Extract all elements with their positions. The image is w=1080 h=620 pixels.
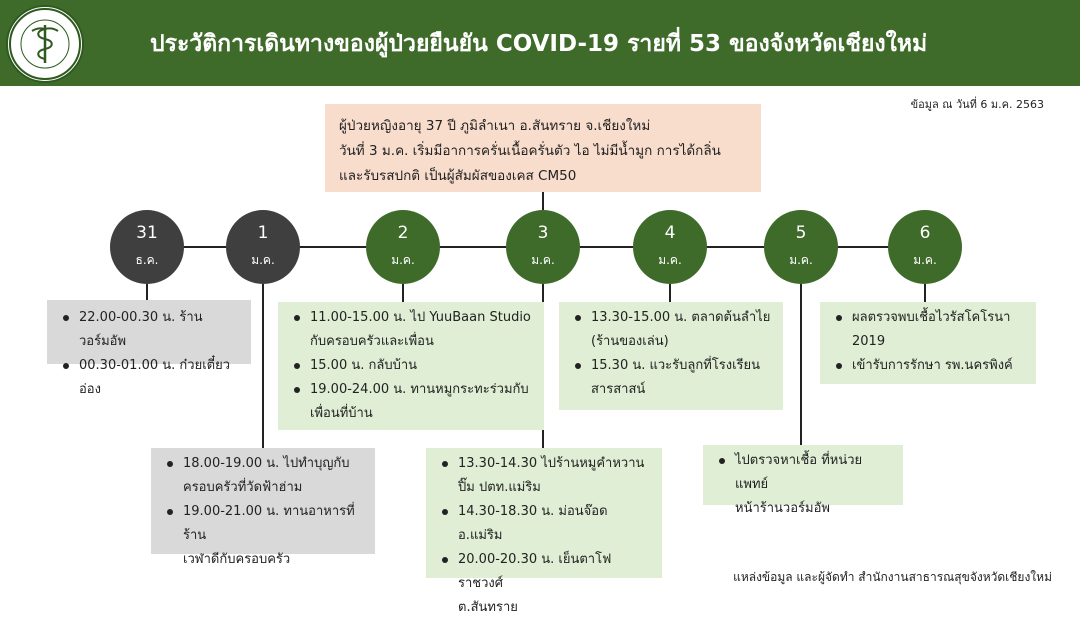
activity-box-4-jan: 13.30-15.00 น. ตลาดต้นลำไย(ร้านของเล่น)1…: [559, 302, 783, 410]
patient-summary-box: ผู้ป่วยหญิงอายุ 37 ปี ภูมิลำเนา อ.สันทรา…: [325, 104, 761, 192]
node-day: 1: [257, 223, 269, 243]
activity-item: 00.30-01.00 น. ก๋วยเตี๋ยวอ่อง: [55, 354, 243, 402]
activity-list: 13.30-15.00 น. ตลาดต้นลำไย(ร้านของเล่น)1…: [567, 306, 775, 402]
activity-item: 15.00 น. กลับบ้าน: [286, 354, 536, 378]
summary-line: ผู้ป่วยหญิงอายุ 37 ปี ภูมิลำเนา อ.สันทรา…: [339, 118, 651, 134]
header-bar: ประวัติการเดินทางของผู้ป่วยยืนยัน COVID-…: [0, 0, 1080, 86]
activity-item: 20.00-20.30 น. เย็นตาโฟราชวงศ์ต.สันทราย: [434, 548, 654, 620]
activity-item: ไปตรวจหาเชื้อ ที่หน่วยแพทย์หน้าร้านวอร์ม…: [711, 449, 895, 521]
node-month: ธ.ค.: [135, 253, 159, 267]
activity-item: 22.00-00.30 น. ร้านวอร์มอัพ: [55, 306, 243, 354]
timeline-node-4-jan: 4 ม.ค.: [633, 210, 707, 284]
source-footer: แหล่งข้อมูล และผู้จัดทำ สำนักงานสาธารณสุ…: [733, 570, 1052, 584]
activity-list: 13.30-14.30 ไปร้านหมูคำหวานปิ๊ม ปตท.แม่ร…: [434, 452, 654, 620]
timeline-node-6-jan: 6 ม.ค.: [888, 210, 962, 284]
activity-item: 13.30-14.30 ไปร้านหมูคำหวานปิ๊ม ปตท.แม่ร…: [434, 452, 654, 500]
activity-item: 19.00-21.00 น. ทานอาหารที่ร้านเวฬาดีกับค…: [159, 500, 367, 572]
node-month: ม.ค.: [531, 253, 555, 267]
summary-line: วันที่ 3 ม.ค. เริ่มมีอาการครั่นเนื้อครั่…: [339, 143, 721, 159]
activity-item: 15.30 น. แวะรับลูกที่โรงเรียนสารสาสน์: [567, 354, 775, 402]
timeline-node-5-jan: 5 ม.ค.: [764, 210, 838, 284]
node-day: 4: [664, 223, 676, 243]
timeline-node-2-jan: 2 ม.ค.: [366, 210, 440, 284]
activity-box-3-jan: 13.30-14.30 ไปร้านหมูคำหวานปิ๊ม ปตท.แม่ร…: [426, 448, 662, 615]
summary-line: และรับรสปกติ เป็นผู้สัมผัสของเคส CM50: [339, 168, 577, 184]
activity-box-5-jan: ไปตรวจหาเชื้อ ที่หน่วยแพทย์หน้าร้านวอร์ม…: [703, 445, 903, 516]
activity-box-1-jan: 18.00-19.00 น. ไปทำบุญกับครอบครัวที่วัดฟ…: [151, 448, 375, 567]
node-day: 6: [919, 223, 931, 243]
node-month: ม.ค.: [789, 253, 813, 267]
data-date-note: ข้อมูล ณ วันที่ 6 ม.ค. 2563: [910, 98, 1044, 111]
activity-item: 13.30-15.00 น. ตลาดต้นลำไย(ร้านของเล่น): [567, 306, 775, 354]
node-day: 2: [397, 223, 409, 243]
timeline-node-31-dec: 31 ธ.ค.: [110, 210, 184, 284]
timeline-node-1-jan: 1 ม.ค.: [226, 210, 300, 284]
activity-item: เข้ารับการรักษา รพ.นครพิงค์: [828, 354, 1028, 378]
node-month: ม.ค.: [658, 253, 682, 267]
activity-item: 18.00-19.00 น. ไปทำบุญกับครอบครัวที่วัดฟ…: [159, 452, 367, 500]
node-day: 5: [795, 223, 807, 243]
activity-list: 18.00-19.00 น. ไปทำบุญกับครอบครัวที่วัดฟ…: [159, 452, 367, 572]
activity-item: 14.30-18.30 น. ม่อนจ๊อด อ.แม่ริม: [434, 500, 654, 548]
activity-item: 19.00-24.00 น. ทานหมูกระทะร่วมกับเพื่อนท…: [286, 378, 536, 426]
activity-list: ไปตรวจหาเชื้อ ที่หน่วยแพทย์หน้าร้านวอร์ม…: [711, 449, 895, 521]
node-month: ม.ค.: [251, 253, 275, 267]
node-day: 31: [136, 223, 158, 243]
node-month: ม.ค.: [913, 253, 937, 267]
ministry-logo: [6, 5, 84, 83]
timeline-node-3-jan: 3 ม.ค.: [506, 210, 580, 284]
node-day: 3: [537, 223, 549, 243]
page-title: ประวัติการเดินทางของผู้ป่วยยืนยัน COVID-…: [150, 31, 928, 57]
node-month: ม.ค.: [391, 253, 415, 267]
